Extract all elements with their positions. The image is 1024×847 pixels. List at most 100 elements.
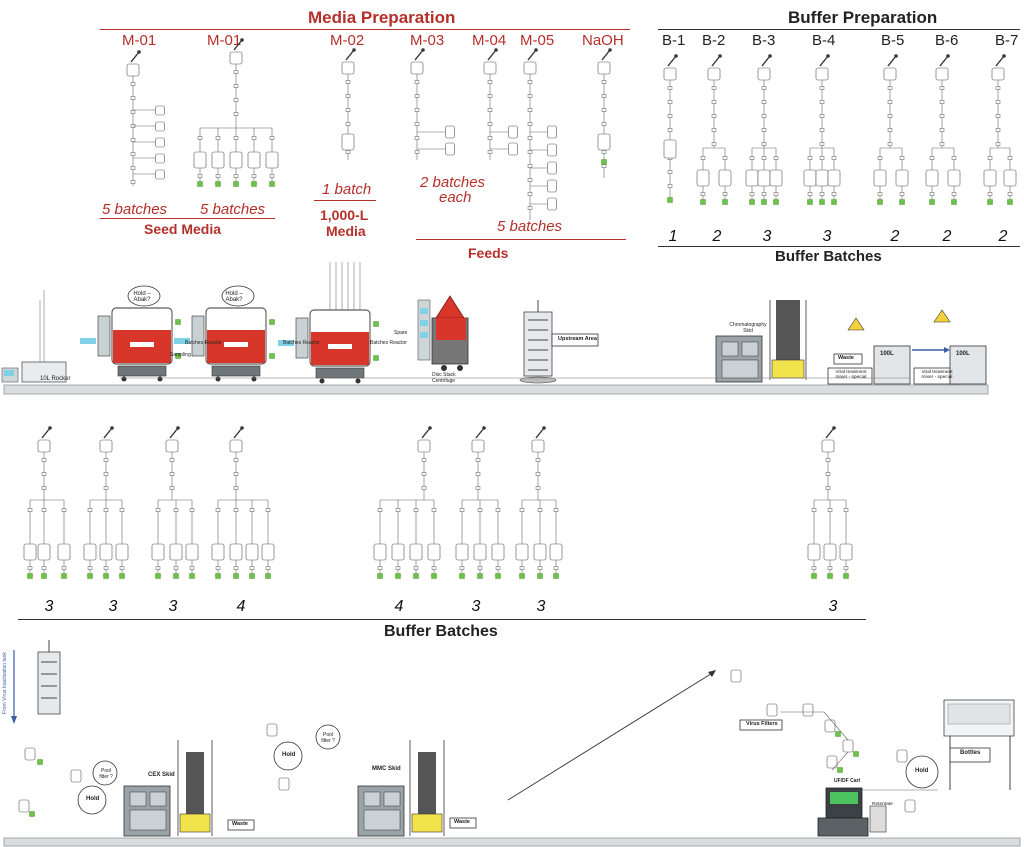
media-col-m01-a: M-01	[122, 32, 157, 49]
valve-icon	[345, 94, 351, 98]
valve-icon	[761, 86, 767, 90]
vessel-bag	[947, 169, 961, 187]
vessel-bag	[417, 439, 431, 453]
feed-port-icon	[174, 338, 184, 344]
sample-port-icon	[1007, 199, 1013, 205]
sample-port-icon	[189, 573, 195, 579]
vessel-bag	[391, 543, 405, 561]
sample-port-icon	[477, 573, 483, 579]
mixer-wand-icon	[169, 427, 179, 439]
sample-port-icon	[87, 573, 93, 579]
valve-icon	[773, 156, 779, 160]
vessel-bag	[935, 67, 949, 81]
sample-port-icon	[103, 573, 109, 579]
valve-icon	[233, 472, 239, 476]
middle-batch-count: 3	[471, 598, 481, 615]
valve-icon	[527, 80, 533, 84]
valve-icon	[377, 566, 383, 570]
valve-icon	[103, 472, 109, 476]
valve-icon	[519, 508, 525, 512]
vessel-bag	[409, 543, 423, 561]
valve-icon	[345, 108, 351, 112]
mixer-wand-icon	[667, 55, 677, 67]
vessel-bag	[523, 61, 537, 75]
vessel-bag	[696, 169, 710, 187]
vessel-bag	[265, 151, 279, 169]
vessel-bag	[445, 125, 455, 139]
viral-mixer-2	[913, 309, 987, 385]
valve-icon	[899, 156, 905, 160]
valve-icon	[819, 142, 825, 146]
valve-icon	[413, 508, 419, 512]
valve-icon	[601, 108, 607, 112]
valve-icon	[414, 80, 420, 84]
media-word-label: Media	[326, 223, 366, 239]
buffer-batch-count: 3	[762, 228, 772, 245]
vessel-bag	[410, 61, 424, 75]
valve-icon	[601, 94, 607, 98]
valve-icon	[951, 156, 957, 160]
valve-icon	[215, 566, 221, 570]
valve-icon	[233, 112, 239, 116]
valve-icon	[197, 136, 203, 140]
sample-port-icon	[899, 199, 905, 205]
vessel-bag	[165, 439, 179, 453]
sample-port-icon	[197, 181, 203, 187]
mmc-skid	[357, 740, 445, 837]
valve-icon	[495, 566, 501, 570]
valve-icon	[487, 136, 493, 140]
valve-icon	[667, 184, 673, 188]
vessel-bag	[991, 67, 1005, 81]
valve-icon	[414, 150, 420, 154]
valve-icon	[251, 174, 257, 178]
valve-icon	[749, 192, 755, 196]
vessel-bag	[896, 749, 908, 763]
buffer-col-b2: B-2	[702, 32, 726, 49]
feeds-label: Feeds	[468, 245, 509, 261]
valve-icon	[711, 114, 717, 118]
vessel-bag	[547, 197, 557, 211]
valve-icon	[155, 508, 161, 512]
valve-icon	[711, 86, 717, 90]
valve-icon	[233, 70, 239, 74]
sample-port-icon	[215, 181, 221, 187]
vessel-bag	[547, 125, 557, 139]
valve-icon	[939, 86, 945, 90]
valve-icon	[700, 192, 706, 196]
vessel-bag	[983, 169, 997, 187]
valve-icon	[527, 178, 533, 182]
mixer-wand-icon	[233, 427, 243, 439]
valve-icon	[233, 458, 239, 462]
hold-bubble	[221, 285, 255, 307]
pool-filter-label-1: Pool filter ?	[99, 768, 113, 780]
valve-icon	[535, 472, 541, 476]
valve-icon	[249, 566, 255, 570]
feed-port-icon	[80, 338, 90, 344]
sample-port-icon	[827, 573, 833, 579]
middle-batch-count: 4	[394, 598, 404, 615]
vessel-bag	[757, 67, 771, 81]
valve-icon	[477, 566, 483, 570]
valve-icon	[477, 508, 483, 512]
valve-icon	[119, 508, 125, 512]
valve-icon	[169, 458, 175, 462]
valve-icon	[215, 136, 221, 140]
sample-port-icon	[41, 573, 47, 579]
valve-icon	[601, 164, 607, 168]
valve-icon	[269, 174, 275, 178]
valve-icon	[951, 192, 957, 196]
vessel-bag	[151, 543, 165, 561]
valve-icon	[1007, 156, 1013, 160]
vessel-bag	[925, 169, 939, 187]
valve-icon	[819, 128, 825, 132]
vessel-bag	[663, 67, 677, 81]
valve-icon	[843, 508, 849, 512]
vessel-bag	[1003, 169, 1017, 187]
vessel-bag	[824, 719, 836, 733]
valve-icon	[87, 566, 93, 570]
valve-icon	[831, 156, 837, 160]
buffer-batch-count: 2	[890, 228, 900, 245]
sample-port-icon	[175, 353, 181, 359]
depth-filter-stack	[519, 300, 557, 384]
feeds-underline	[416, 239, 626, 240]
